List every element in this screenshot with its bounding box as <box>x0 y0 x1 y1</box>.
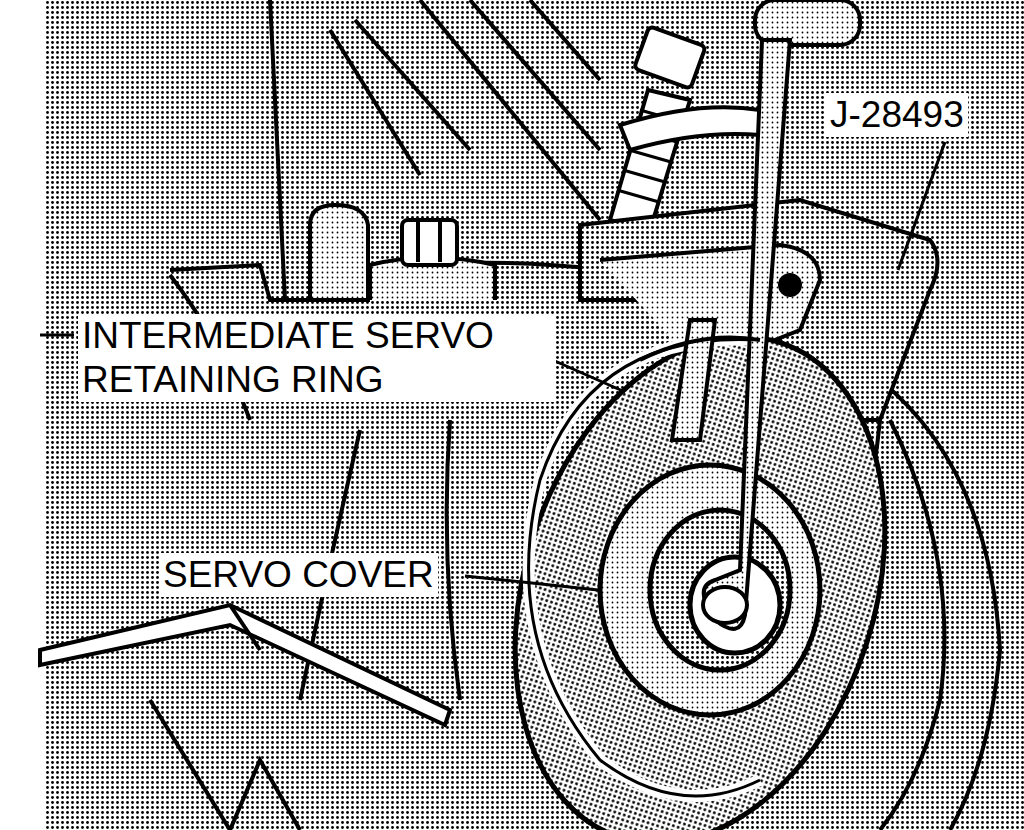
leader-lines <box>40 142 945 590</box>
ring-end <box>640 338 760 361</box>
tool-pivot <box>778 273 802 297</box>
case-boss <box>310 205 368 300</box>
part-label: INTERMEDIATE SERVO RETAINING RING <box>78 314 556 402</box>
tool-number: J-28493 <box>826 93 968 137</box>
tool-screw <box>610 26 760 230</box>
hex-nut <box>370 220 495 300</box>
part-label: SERVO COVER <box>159 553 438 597</box>
screwdriver <box>40 605 450 725</box>
